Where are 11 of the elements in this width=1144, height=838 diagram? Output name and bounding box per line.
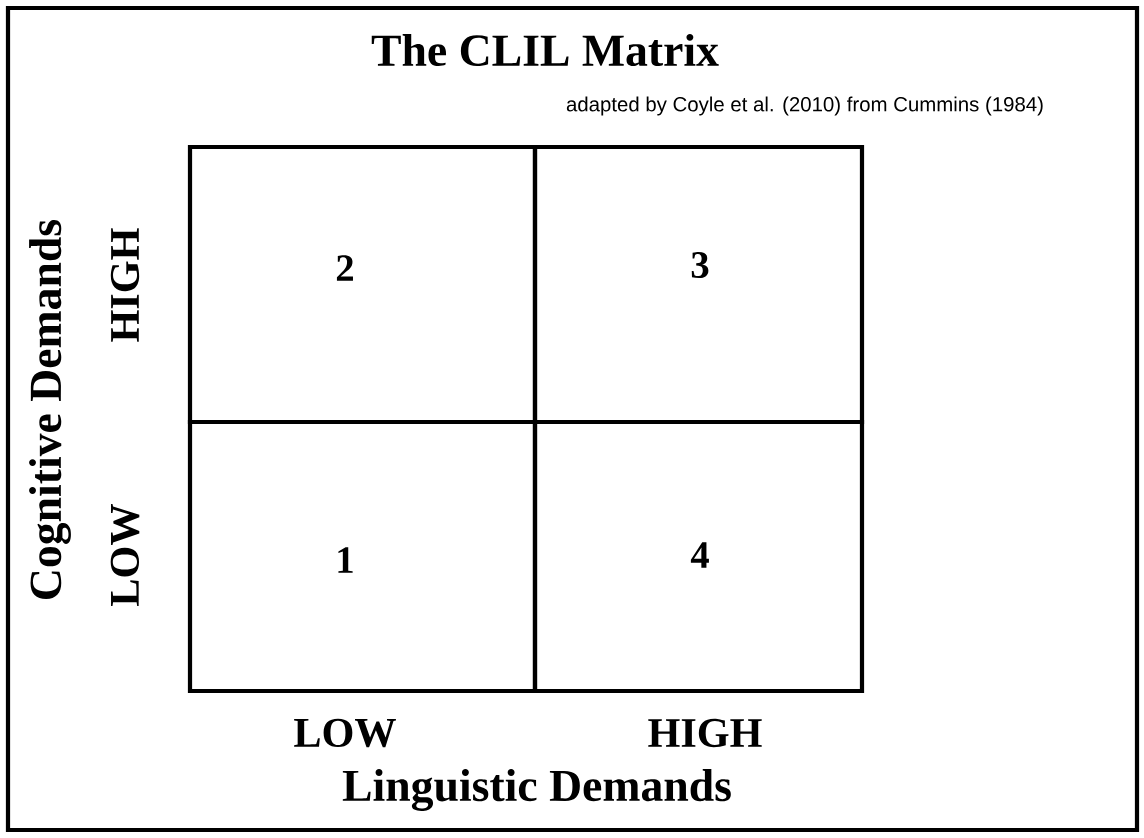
axis-title: Linguistic Demands	[342, 769, 731, 811]
axis-title: Cognitive Demands	[29, 220, 71, 599]
matrix-cell: 2	[187, 144, 538, 425]
axis-label: LOW	[110, 504, 140, 606]
axis-label: HIGH	[648, 718, 762, 748]
subtitle: adapted by Coyle et al. (2010) from Cummins (1984)	[566, 96, 1043, 116]
matrix-cell: 3	[532, 144, 865, 425]
axis-label: HIGH	[110, 228, 140, 342]
title: The CLIL Matrix	[371, 33, 719, 67]
matrix-cell: 4	[532, 419, 865, 694]
matrix-cell: 1	[187, 419, 538, 694]
